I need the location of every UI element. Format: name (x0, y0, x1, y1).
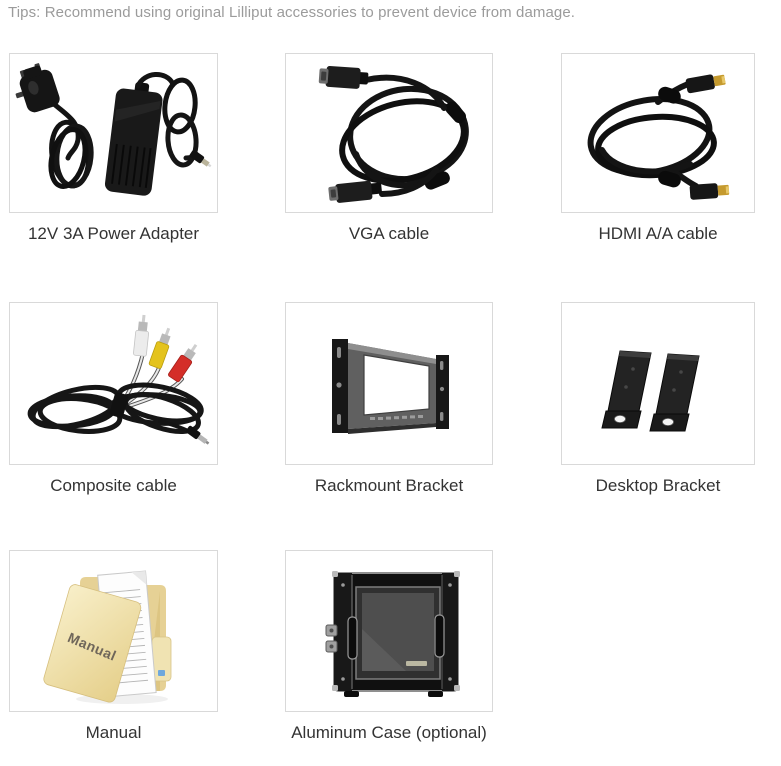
uk-plug-icon (15, 63, 60, 113)
handle-icon (434, 614, 445, 658)
vga-cable-illustration (318, 65, 469, 203)
manual-image: Manual (9, 550, 218, 712)
manual-folder-illustration: Manual (43, 570, 172, 704)
power-adapter-illustration (15, 63, 212, 196)
tips-text: Tips: Recommend using original Lilliput … (8, 4, 576, 21)
vga-connector-icon (328, 180, 382, 203)
rackmount-bracket-image (285, 302, 493, 465)
power-adapter-image (9, 53, 218, 213)
hdmi-cable-illustration (587, 74, 730, 200)
bracket-plate-icon (649, 353, 700, 432)
hdmi-connector-icon (685, 74, 726, 94)
hdmi-connector-icon (689, 183, 730, 200)
mini-jack-icon (185, 425, 210, 445)
accessory-card-composite-cable: Composite cable (9, 302, 218, 496)
vga-cable-image (285, 53, 493, 213)
accessory-card-desktop-bracket: Desktop Bracket (561, 302, 755, 496)
accessory-card-power-adapter: 12V 3A Power Adapter (9, 53, 218, 244)
accessory-label: Aluminum Case (optional) (291, 723, 487, 742)
accessory-card-aluminum-case: Aluminum Case (optional) (285, 550, 493, 743)
folder-front-icon: Manual (43, 584, 142, 703)
rackmount-bracket-illustration (332, 339, 449, 434)
accessory-label: Rackmount Bracket (314, 476, 464, 495)
aluminum-case-illustration (325, 571, 460, 697)
rca-plug-white-icon (133, 314, 150, 357)
accessory-card-hdmi-cable: HDMI A/A cable (561, 53, 755, 244)
desktop-bracket-illustration (601, 350, 700, 432)
accessory-card-manual: Manual Manual (9, 550, 218, 743)
accessory-label: Manual (85, 723, 142, 742)
accessory-label: Composite cable (50, 476, 177, 495)
accessory-label: 12V 3A Power Adapter (27, 224, 200, 243)
latch-icon (325, 624, 338, 653)
accessory-card-vga-cable: VGA cable (285, 53, 493, 244)
desktop-bracket-image (561, 302, 755, 465)
bracket-plate-icon (601, 350, 652, 429)
rca-plug-yellow-icon (148, 327, 171, 369)
accessory-card-rackmount-bracket: Rackmount Bracket (285, 302, 493, 496)
aluminum-case-image (285, 550, 493, 712)
brand-plate-icon (406, 661, 427, 666)
accessory-label: HDMI A/A cable (598, 224, 718, 243)
hdmi-cable-image (561, 53, 755, 213)
composite-cable-image (9, 302, 218, 465)
handle-icon (347, 616, 358, 660)
composite-cable-illustration (27, 314, 210, 445)
vga-connector-icon (318, 65, 369, 89)
accessory-label: Desktop Bracket (595, 476, 721, 495)
dc-plug-icon (189, 150, 212, 168)
accessory-label: VGA cable (348, 224, 430, 243)
power-brick-icon (104, 82, 163, 196)
rca-plug-red-icon (168, 343, 198, 383)
